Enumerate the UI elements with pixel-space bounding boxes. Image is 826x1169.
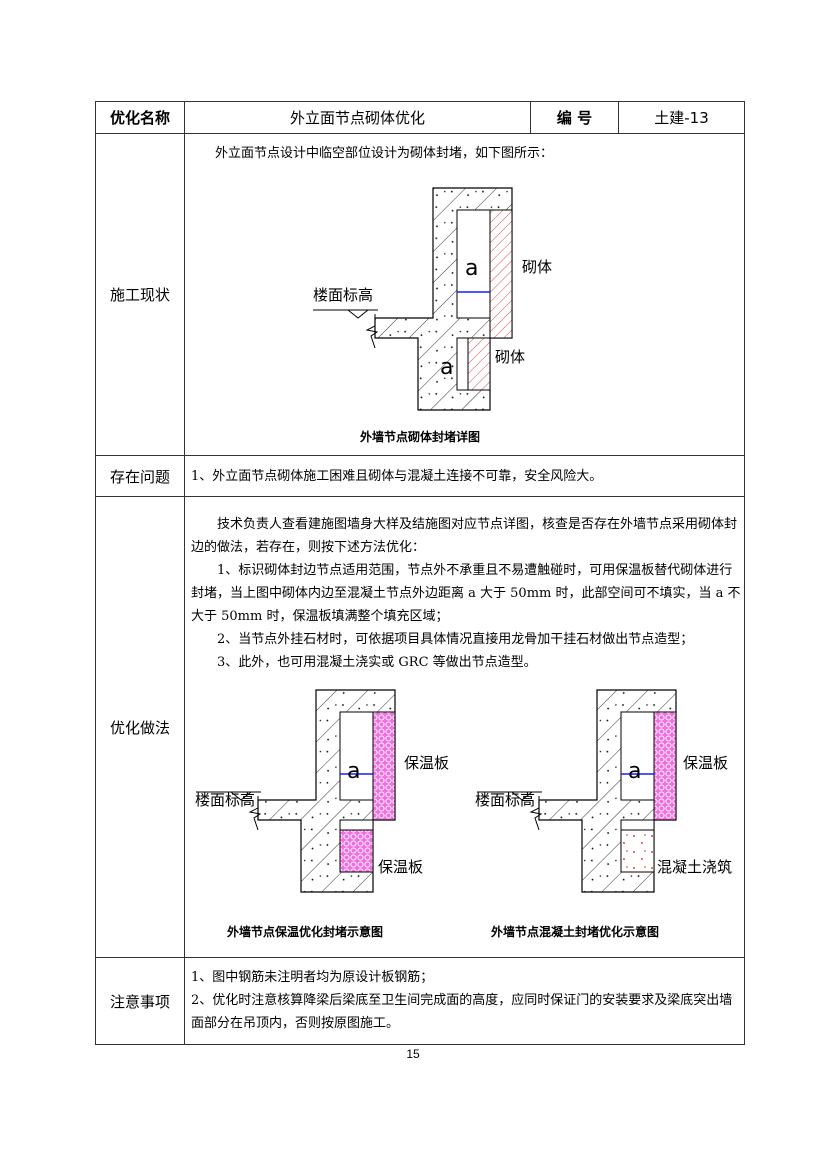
method-paragraph: 1、标识砌体封边节点适用范围，节点外不承重且不易遭触碰时，可用保温板替代砌体进行… — [191, 563, 741, 624]
status-text: 外立面节点设计中临空部位设计为砌体封堵，如下图所示： — [215, 146, 554, 161]
figure-insulation-detail — [196, 689, 396, 893]
insulation-lower-label: 保温板 — [378, 858, 423, 876]
insulation-upper-label: 保温板 — [404, 754, 449, 772]
figure-caption: 外墙节点混凝土封堵优化示意图 — [491, 924, 659, 939]
insulation-upper-label: 保温板 — [683, 754, 728, 772]
method-paragraph: 技术负责人查看建施图墙身大样及结施图对应节点详图，核查是否存在外墙节点采用砌体封… — [191, 517, 738, 555]
figure-caption: 外墙节点保温优化封堵示意图 — [227, 924, 383, 939]
masonry-upper-label: 砌体 — [522, 258, 552, 276]
break-line-icon — [529, 796, 543, 831]
lower-filler — [467, 337, 491, 391]
upper-cavity — [456, 209, 491, 319]
method-paragraph: 2、当节点外挂石材时，可依据项目具体情况直接用龙骨加干挂石材做出节点造型； — [217, 632, 694, 647]
page-number: 15 — [406, 1047, 420, 1061]
break-line-icon — [365, 314, 379, 349]
notes-cell: 1、图中钢筋未注明者均为原设计板钢筋； 2、优化时注意核算降梁后梁底至卫生间完成… — [184, 957, 745, 1045]
note-item: 2、优化时注意核算降梁后梁底至卫生间完成面的高度，应同时保证门的安装要求及梁底突… — [191, 993, 733, 1031]
dimension-a: a — [347, 759, 360, 784]
figure-caption: 外墙节点砌体封堵详图 — [360, 429, 480, 444]
upper-filler — [372, 711, 396, 821]
figure-masonry-detail — [313, 187, 513, 411]
floor-level-label: 楼面标高 — [313, 286, 373, 304]
figure-concrete-detail — [477, 689, 677, 893]
dimension-a: a — [628, 759, 641, 784]
upper-filler — [489, 209, 513, 339]
dimension-a: a — [465, 256, 478, 281]
method-paragraph: 3、此外，也可用混凝土浇实或 GRC 等做出节点造型。 — [217, 655, 537, 670]
upper-cavity — [339, 711, 374, 801]
dimension-a: a — [440, 355, 453, 380]
break-line-icon — [248, 796, 262, 831]
upper-cavity — [620, 711, 655, 801]
level-symbol-icon — [347, 309, 370, 319]
concrete-pour-label: 混凝土浇筑 — [657, 858, 732, 876]
method-cell: 技术负责人查看建施图墙身大样及结施图对应节点详图，核查是否存在外墙节点采用砌体封… — [184, 496, 745, 958]
lower-filler — [339, 829, 374, 873]
note-item: 1、图中钢筋未注明者均为原设计板钢筋； — [191, 970, 434, 985]
masonry-lower-label: 砌体 — [495, 348, 525, 366]
lower-filler — [620, 829, 655, 873]
problem-text: 1、外立面节点砌体施工困难且砌体与混凝土连接不可靠，安全风险大。 — [191, 469, 603, 484]
floor-level-label: 楼面标高 — [195, 791, 255, 809]
floor-level-label: 楼面标高 — [475, 791, 535, 809]
upper-filler — [653, 711, 677, 821]
